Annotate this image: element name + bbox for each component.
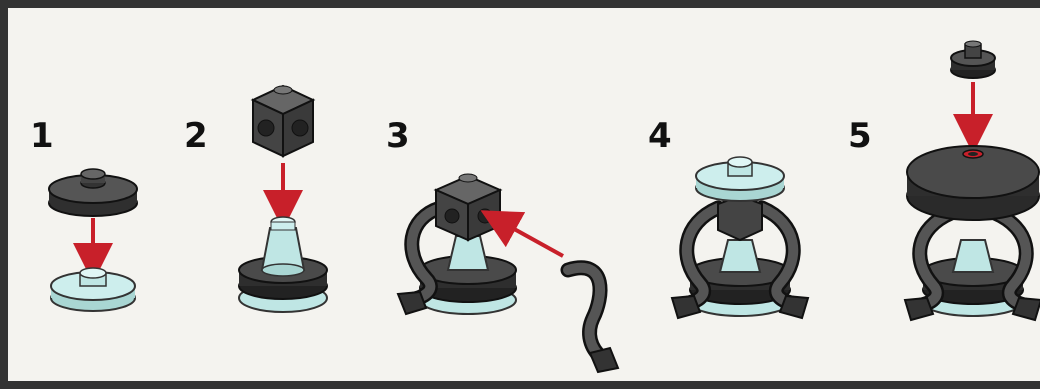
dark-stud-piece — [951, 41, 995, 78]
dark-brick-with-studs — [253, 86, 313, 156]
dark-round-plate — [49, 169, 137, 216]
step-3-assembly — [398, 174, 618, 372]
trans-top-plate — [696, 157, 784, 201]
dark-top-plate — [907, 146, 1039, 220]
base-dish — [420, 236, 516, 314]
step-5-assembly — [905, 41, 1040, 320]
step-1-assembly — [49, 169, 137, 311]
step-4-assembly — [672, 157, 808, 318]
red-arrow — [498, 220, 563, 256]
center-brick — [718, 196, 762, 240]
step-2-assembly — [239, 86, 327, 312]
curved-leg-part — [568, 268, 618, 372]
trans-round-plate — [51, 268, 135, 311]
trans-cone-on-dish — [239, 217, 327, 312]
dark-brick-center — [436, 174, 500, 240]
build-steps-illustration — [8, 8, 1040, 389]
